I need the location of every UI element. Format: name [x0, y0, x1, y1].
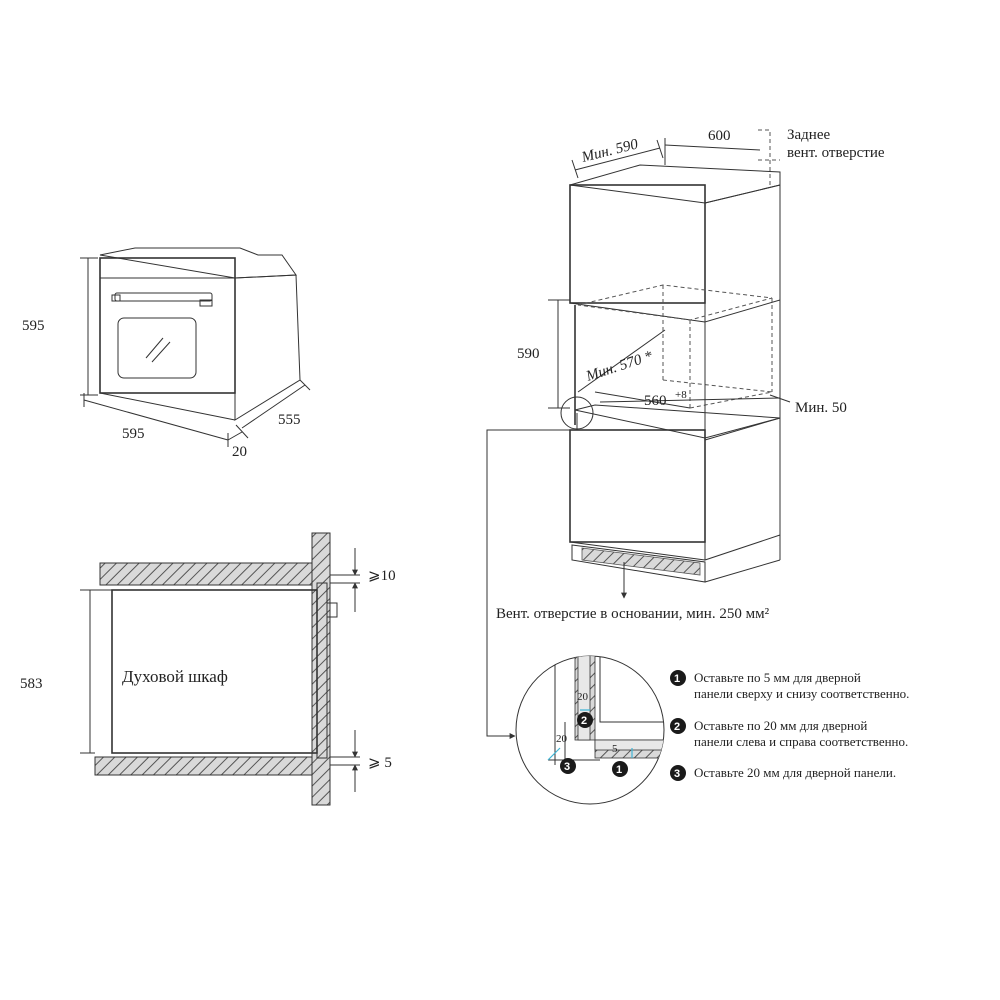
detail-badge-3: 3 [564, 761, 570, 773]
cabinet-width-label: 600 [708, 128, 731, 144]
section-drawing [80, 532, 360, 806]
oven-width-label: 595 [122, 426, 145, 442]
niche-inner-width-label: 560 [644, 393, 667, 409]
oven-door-label: 20 [232, 444, 247, 460]
section-bottom-gap-label: ⩾ 5 [368, 755, 392, 771]
oven-drawing [99, 247, 301, 421]
oven-dimensions [80, 257, 311, 447]
note-badge: 2 [674, 721, 680, 733]
notes-list: 1 Оставьте по 5 мм для дверной панели св… [670, 670, 909, 781]
rear-vent-label-line2: вент. отверстие [787, 145, 885, 161]
note-text-line1: Оставьте 20 мм для дверной панели. [694, 765, 896, 780]
section-height-label: 583 [20, 676, 43, 692]
detail-badge-2: 2 [581, 715, 587, 727]
detail-dim-bottom: 5 [612, 743, 618, 755]
detail-drawing [515, 655, 665, 805]
cabinet-min-width-label: Мин. 590 [579, 136, 640, 166]
cabinet-drawing [569, 164, 781, 583]
oven-depth-label: 555 [278, 412, 301, 428]
note-text-line1: Оставьте по 20 мм для дверной [694, 718, 867, 733]
min-gap-label: Мин. 50 [795, 400, 847, 416]
niche-height-label: 590 [517, 346, 540, 362]
niche-min-depth-label: Мин. 570 * [583, 348, 655, 385]
note-item: 1 Оставьте по 5 мм для дверной панели св… [670, 670, 909, 701]
note-item: 2 Оставьте по 20 мм для дверной панели с… [670, 718, 908, 749]
section-oven-label: Духовой шкаф [122, 667, 228, 686]
cabinet-dimensions [486, 129, 791, 739]
oven-height-label: 595 [22, 318, 45, 334]
section-top-gap-label: ⩾10 [368, 568, 396, 584]
note-text-line2: панели сверху и снизу соответственно. [694, 686, 909, 701]
note-badge: 3 [674, 768, 680, 780]
base-vent-label: Вент. отверстие в основании, мин. 250 мм… [496, 606, 770, 622]
detail-badge-1: 1 [616, 764, 622, 776]
rear-vent-label-line1: Заднее [787, 127, 830, 143]
detail-dim-vertical: 20 [577, 691, 589, 703]
note-text-line1: Оставьте по 5 мм для дверной [694, 670, 861, 685]
note-text-line2: панели слева и справа соответственно. [694, 734, 908, 749]
note-item: 3 Оставьте 20 мм для дверной панели. [670, 765, 896, 781]
note-badge: 1 [674, 673, 680, 685]
niche-inner-width-tolerance: +8 [675, 389, 687, 401]
detail-dim-side: 20 [556, 733, 568, 745]
